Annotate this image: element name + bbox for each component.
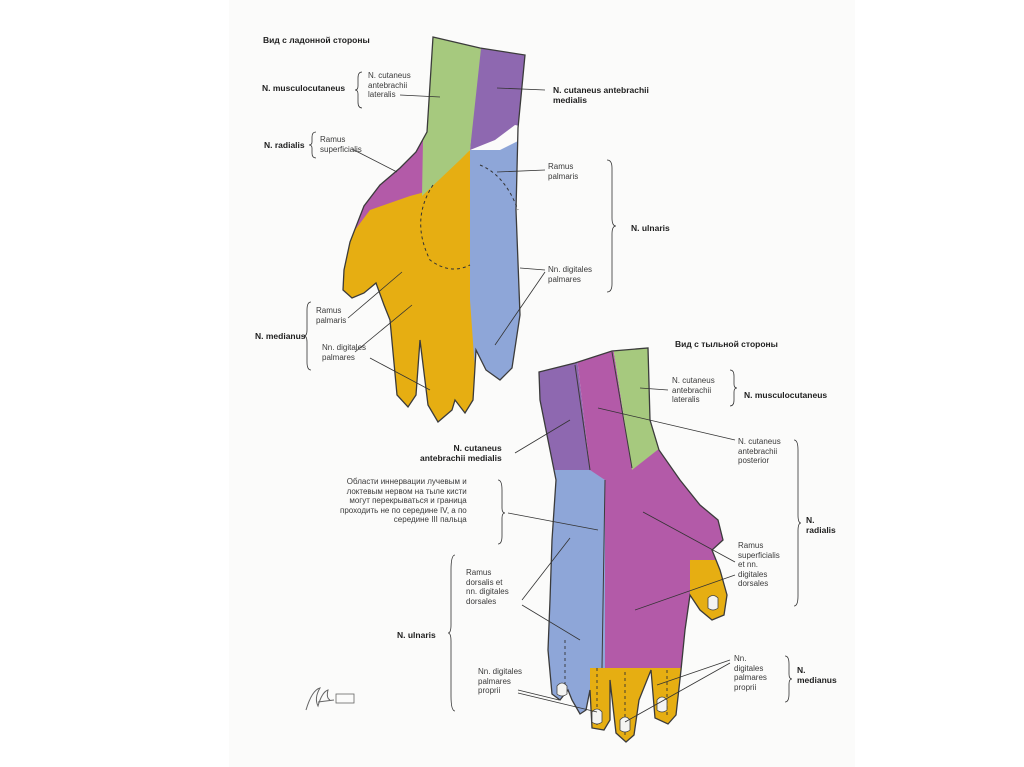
dorsal-zone-medianus [590,668,727,742]
dorsal-view-title: Вид с тыльной стороны [675,339,778,349]
dorsal-cutaneus-medialis-label: N. cutaneus antebrachii medialis [420,443,502,463]
palmar-cutaneus-medialis-label: N. cutaneus antebrachii medialis [553,85,649,105]
palmar-zone-cutaneus-lateralis [422,37,483,196]
dorsal-nails [556,595,719,733]
dorsal-overlap-note: Области иннервации лучевым и локтевым не… [340,477,467,525]
dorsal-hand-outline [538,347,728,743]
dorsal-zone-cutaneus-posterior [575,348,632,480]
palmar-palmar-branch-dashes [420,164,519,270]
palmar-leaders [303,71,617,391]
palmar-medianus-palmar-branch-label: Ramus palmaris [316,306,347,325]
palmar-hand-outline [342,36,526,423]
dorsal-radialis-label: N. radialis [806,515,836,535]
palmar-cutaneus-lateralis-label: N. cutaneus antebrachii lateralis [368,71,411,100]
dorsal-ulnaris-proprii-label: Nn. digitales palmares proprii [478,667,523,696]
dorsal-radialis-branch-label: Ramus superficialis et nn. digitales dor… [738,541,780,589]
palmar-radialis-label: N. radialis [264,140,305,150]
dorsal-ulnaris-label: N. ulnaris [397,630,436,640]
palmar-ulnaris-label: N. ulnaris [631,223,670,233]
dorsal-leaders [447,369,802,723]
dorsal-cutaneus-lateralis-label: N. cutaneus antebrachii lateralis [672,376,715,405]
dorsal-digital-dashes [564,640,668,735]
palmar-medianus-digital-label: Nn. digitales palmares [322,343,367,362]
palmar-musculocutaneus-label: N. musculocutaneus [262,83,346,93]
palmar-zone-ulnaris [470,130,525,422]
palmar-ulnaris-palmar-branch-label: Ramus palmaris [548,162,579,181]
palmar-radialis-branch-label: Ramus superficialis [320,135,362,154]
dorsal-ulnaris-branch-label: Ramus dorsalis et nn. digitales dorsales [466,568,509,606]
palmar-ulnaris-digital-label: Nn. digitales palmares [548,265,593,284]
dorsal-medianus-label: N. medianus [797,665,837,685]
dorsal-musculocutaneus-label: N. musculocutaneus [744,390,828,400]
palmar-view-title: Вид с ладонной стороны [263,35,370,45]
palmar-medianus-label: N. medianus [255,331,306,341]
dorsal-medianus-proprii-label: Nn. digitales palmares proprii [734,654,767,692]
dorsal-border-lines [574,351,633,669]
artist-signature [305,687,355,711]
dorsal-zone-cutaneus-lateralis [612,348,660,470]
dorsal-cutaneus-posterior-label: N. cutaneus antebrachii posterior [738,437,781,466]
